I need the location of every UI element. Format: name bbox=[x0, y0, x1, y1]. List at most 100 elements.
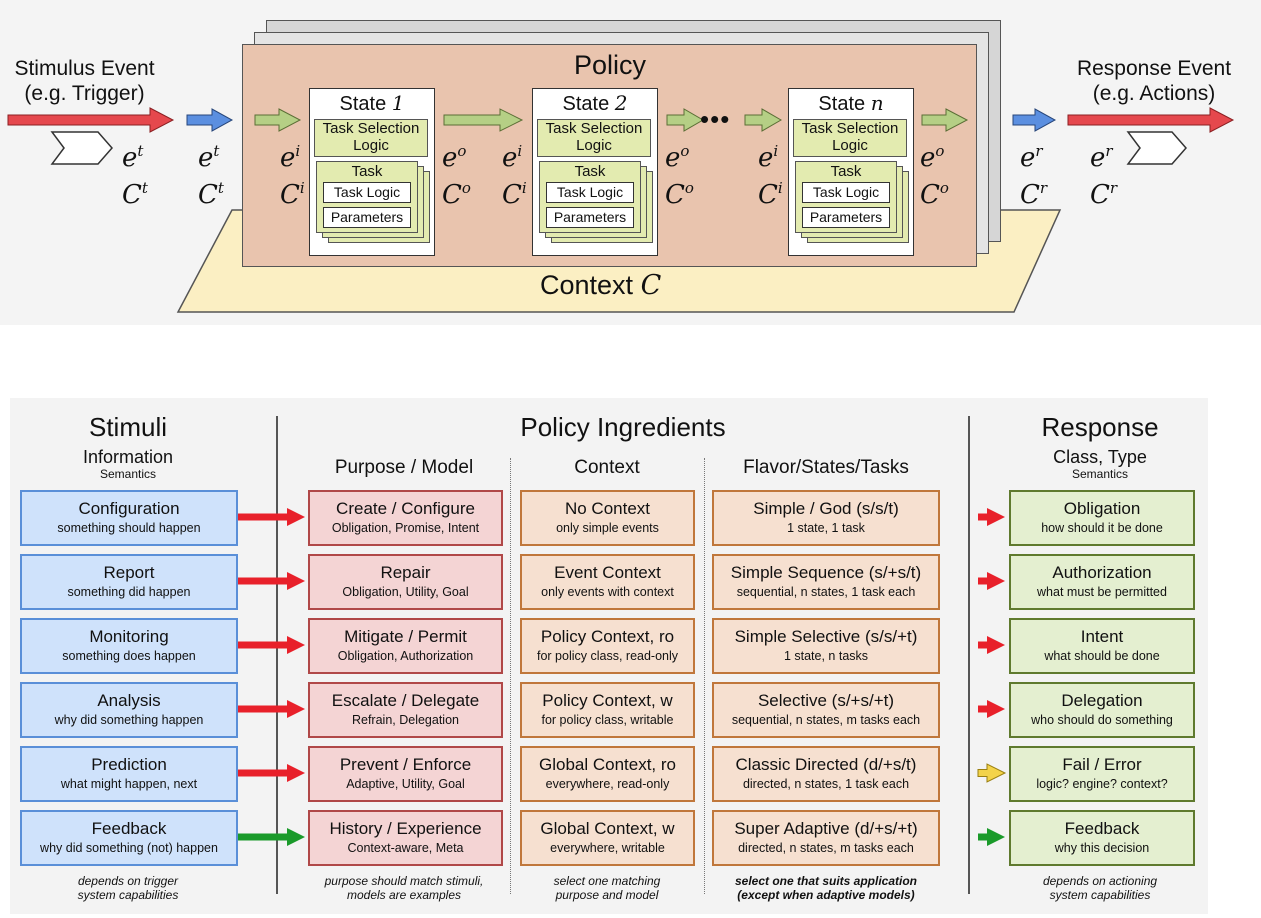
flavor-item: Classic Directed (d/+s/t) directed, n sta… bbox=[712, 746, 940, 802]
task-logic: Task Logic bbox=[323, 182, 411, 203]
state-title: State n bbox=[818, 91, 884, 115]
context-item-title: Policy Context, ro bbox=[540, 627, 675, 646]
purpose-item-description: Obligation, Utility, Goal bbox=[342, 585, 469, 599]
response-item-description: what must be permitted bbox=[1037, 585, 1167, 599]
purpose-item-title: History / Experience bbox=[329, 819, 482, 838]
task-card: Task Task Logic Parameters bbox=[539, 161, 641, 233]
state-title: State 2 bbox=[562, 91, 628, 115]
stimulus-item-title: Analysis bbox=[97, 691, 161, 710]
purpose-item-description: Obligation, Promise, Intent bbox=[331, 521, 480, 535]
task-selection-logic: Task Selection Logic bbox=[793, 119, 907, 157]
flavor-item-title: Classic Directed (d/+s/t) bbox=[735, 755, 917, 774]
stimulus-item-description: something should happen bbox=[57, 521, 201, 535]
response-item-title: Obligation bbox=[1063, 499, 1141, 518]
input-arrow bbox=[186, 108, 234, 132]
context-item-description: everywhere, read-only bbox=[545, 777, 670, 791]
flavor-item-description: 1 state, 1 task bbox=[787, 521, 865, 535]
stimulus-arrow bbox=[7, 107, 175, 133]
context-title: Context bbox=[574, 457, 640, 478]
flavor-item-title: Simple Sequence (s/+s/t) bbox=[730, 563, 922, 582]
response-item-title: Authorization bbox=[1052, 563, 1152, 582]
stimulus-item-description: why did something happen bbox=[54, 713, 204, 727]
parameters: Parameters bbox=[323, 207, 411, 228]
stimulus-item-title: Report bbox=[103, 563, 155, 582]
stimulus-event-label: Stimulus Event(e.g. Trigger) bbox=[14, 57, 155, 105]
stimulus-to-purpose-arrow bbox=[237, 572, 305, 590]
flavor-item-title: Selective (s/+s/+t) bbox=[757, 691, 895, 710]
flavor-item-description: directed, n states, m tasks each bbox=[738, 841, 914, 855]
response-arrow-icon bbox=[978, 508, 1005, 526]
column-divider-dotted bbox=[510, 458, 511, 894]
context-item-description: everywhere, writable bbox=[550, 841, 665, 855]
response-arrow-icon bbox=[978, 828, 1005, 846]
stimulus-to-purpose-arrow bbox=[237, 636, 305, 654]
context-item-title: No Context bbox=[564, 499, 651, 518]
stimuli-title: Stimuli bbox=[88, 412, 167, 442]
state-box-n: State n Task Selection Logic Task Task L… bbox=[788, 88, 914, 256]
response-item-description: who should do something bbox=[1031, 713, 1173, 727]
parameters: Parameters bbox=[802, 207, 890, 228]
flavor-item-description: directed, n states, 1 task each bbox=[742, 777, 910, 791]
context-item-description: for policy class, read-only bbox=[536, 649, 679, 663]
purpose-item-title: Repair bbox=[380, 563, 431, 582]
flavor-item-title: Super Adaptive (d/+s/+t) bbox=[734, 819, 918, 838]
response-item-description: what should be done bbox=[1044, 649, 1160, 663]
response-item-description: why this decision bbox=[1054, 841, 1150, 855]
state-title: State 1 bbox=[339, 91, 405, 115]
response-arrow-icon bbox=[978, 700, 1005, 718]
response-item: Authorization what must be permitted bbox=[1009, 554, 1195, 610]
stimulus-chevron-icon bbox=[50, 131, 113, 165]
stimulus-item-description: what might happen, next bbox=[60, 777, 198, 791]
task-logic: Task Logic bbox=[546, 182, 634, 203]
purpose-item-title: Escalate / Delegate bbox=[331, 691, 480, 710]
flavor-item-title: Simple Selective (s/s/+t) bbox=[734, 627, 918, 646]
stimulus-to-purpose-arrow bbox=[237, 508, 305, 526]
policy-title: Policy bbox=[573, 50, 647, 80]
task-card: Task Task Logic Parameters bbox=[795, 161, 897, 233]
response-arrow-icon bbox=[978, 636, 1005, 654]
response-arrow bbox=[1067, 107, 1235, 133]
flow-arrows bbox=[7, 107, 1235, 165]
flavor-item: Simple Selective (s/s/+t)1 state, n task… bbox=[712, 618, 940, 674]
state-output-arrow bbox=[921, 108, 969, 132]
purpose-item-title: Mitigate / Permit bbox=[344, 627, 467, 646]
flavor-title: Flavor/States/Tasks bbox=[743, 457, 909, 478]
stimulus-item: Analysis why did something happen bbox=[20, 682, 238, 738]
response-event-label: Response Event(e.g. Actions) bbox=[1076, 57, 1232, 105]
response-title: Response bbox=[1041, 412, 1159, 442]
column-divider bbox=[276, 416, 278, 894]
flavor-item-title: Simple / God (s/s/t) bbox=[753, 499, 899, 518]
purpose-item-description: Refrain, Delegation bbox=[351, 713, 459, 727]
stimulus-item-title: Monitoring bbox=[89, 627, 169, 646]
state-transition-arrow bbox=[744, 108, 782, 132]
response-subsubtitle: Semantics bbox=[1071, 467, 1129, 481]
purpose-title: Purpose / Model bbox=[334, 457, 474, 478]
stimuli-subsubtitle: Semantics bbox=[99, 467, 157, 481]
flavor-footer: select one that suits application(except… bbox=[734, 874, 918, 902]
ellipsis: ••• bbox=[700, 104, 731, 134]
output-arrow bbox=[1012, 108, 1057, 132]
stimulus-to-purpose-arrow bbox=[237, 828, 305, 846]
stimulus-item-description: something does happen bbox=[62, 649, 196, 663]
stimulus-item: Monitoring something does happen bbox=[20, 618, 238, 674]
response-chevron-icon bbox=[1126, 131, 1187, 165]
